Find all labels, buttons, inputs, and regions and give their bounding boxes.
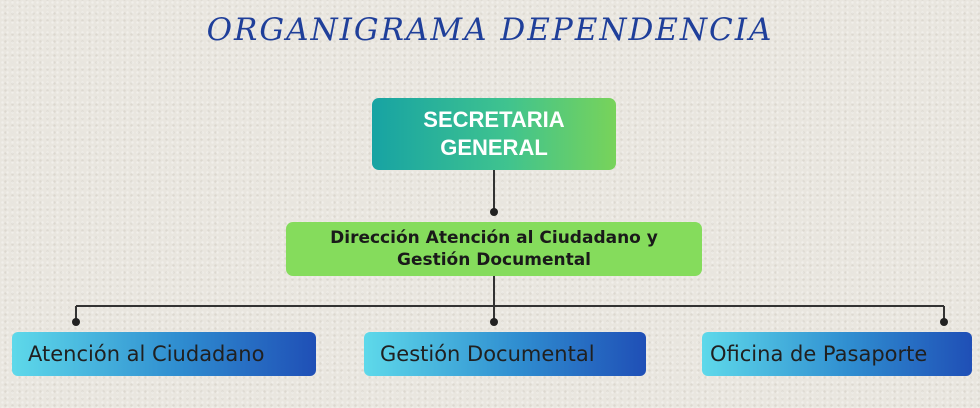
node-label: Oficina de Pasaporte bbox=[710, 342, 928, 366]
node-label-line: GENERAL bbox=[440, 135, 548, 160]
connector-dot bbox=[490, 208, 498, 216]
node-label: Atención al Ciudadano bbox=[28, 342, 265, 366]
node-label-line: SECRETARIA bbox=[423, 107, 565, 132]
connector-dot bbox=[940, 318, 948, 326]
node-oficina-pasaporte: Oficina de Pasaporte bbox=[702, 332, 972, 376]
node-direccion: Dirección Atención al Ciudadano y Gestió… bbox=[286, 222, 702, 276]
node-label-line: Gestión Documental bbox=[397, 250, 591, 270]
connector-dot bbox=[72, 318, 80, 326]
connector-dot bbox=[490, 318, 498, 326]
node-atencion-ciudadano: Atención al Ciudadano bbox=[12, 332, 316, 376]
node-gestion-documental: Gestión Documental bbox=[364, 332, 646, 376]
node-label: Gestión Documental bbox=[380, 342, 595, 366]
node-label-line: Dirección Atención al Ciudadano y bbox=[330, 228, 658, 248]
diagram-title: ORGANIGRAMA DEPENDENCIA bbox=[206, 12, 774, 48]
node-secretaria-general: SECRETARIA GENERAL bbox=[372, 98, 616, 170]
